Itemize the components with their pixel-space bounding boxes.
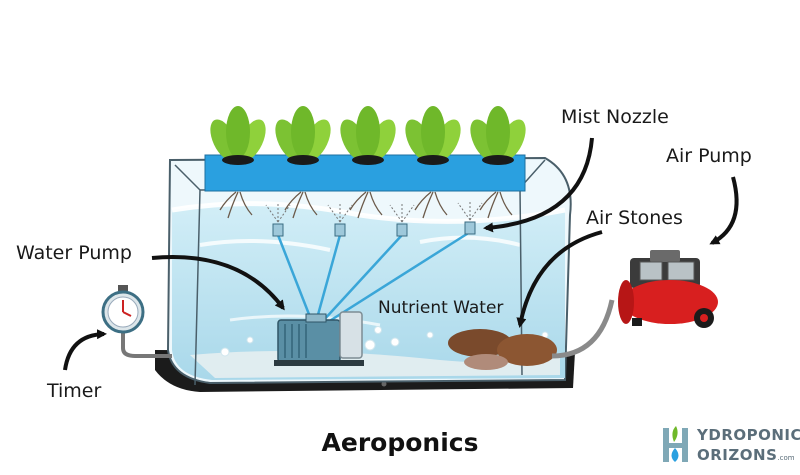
logo-text-line2-main: ORIZONS <box>697 446 778 464</box>
logo-text-suffix: .com <box>777 454 795 462</box>
nozzle-feed-lines <box>276 230 471 324</box>
arrow-air-pump <box>709 176 739 245</box>
logo-text-line1: YDROPONIC <box>697 426 800 444</box>
timer-icon <box>101 285 145 334</box>
arrow-timer <box>63 329 107 371</box>
grow-tray <box>204 154 526 192</box>
pointer-arrows <box>63 137 739 371</box>
air-pump <box>618 250 718 328</box>
label-air-pump: Air Pump <box>666 145 752 167</box>
label-mist-nozzle: Mist Nozzle <box>561 106 669 128</box>
label-water-pump: Water Pump <box>16 242 132 264</box>
label-timer: Timer <box>47 380 102 402</box>
arrow-air-stones <box>516 230 603 328</box>
mist-nozzles <box>265 200 483 237</box>
plant <box>470 106 526 165</box>
plant <box>210 106 266 165</box>
timer-line <box>121 332 172 358</box>
mist-nozzle <box>457 200 483 235</box>
air-stones <box>448 329 557 370</box>
mist-nozzle <box>327 202 353 237</box>
air-line <box>551 299 615 359</box>
arrow-water-pump <box>151 255 285 311</box>
plant <box>405 106 461 165</box>
logo-mark-icon <box>663 426 688 462</box>
diagram-caption: Aeroponics <box>321 428 479 457</box>
mist-nozzle <box>265 202 291 237</box>
label-air-stones: Air Stones <box>586 207 683 229</box>
arrow-mist-nozzle <box>483 137 594 233</box>
water-pump <box>274 311 364 366</box>
plants <box>210 106 526 165</box>
label-nutrient-water: Nutrient Water <box>378 298 504 318</box>
mist-nozzle <box>389 202 415 237</box>
plant <box>275 106 331 165</box>
plant <box>340 106 396 165</box>
plant-roots <box>219 191 513 219</box>
brand-logo: YDROPONIC ORIZONS.com <box>660 422 800 466</box>
logo-text-line2: ORIZONS.com <box>697 446 795 464</box>
